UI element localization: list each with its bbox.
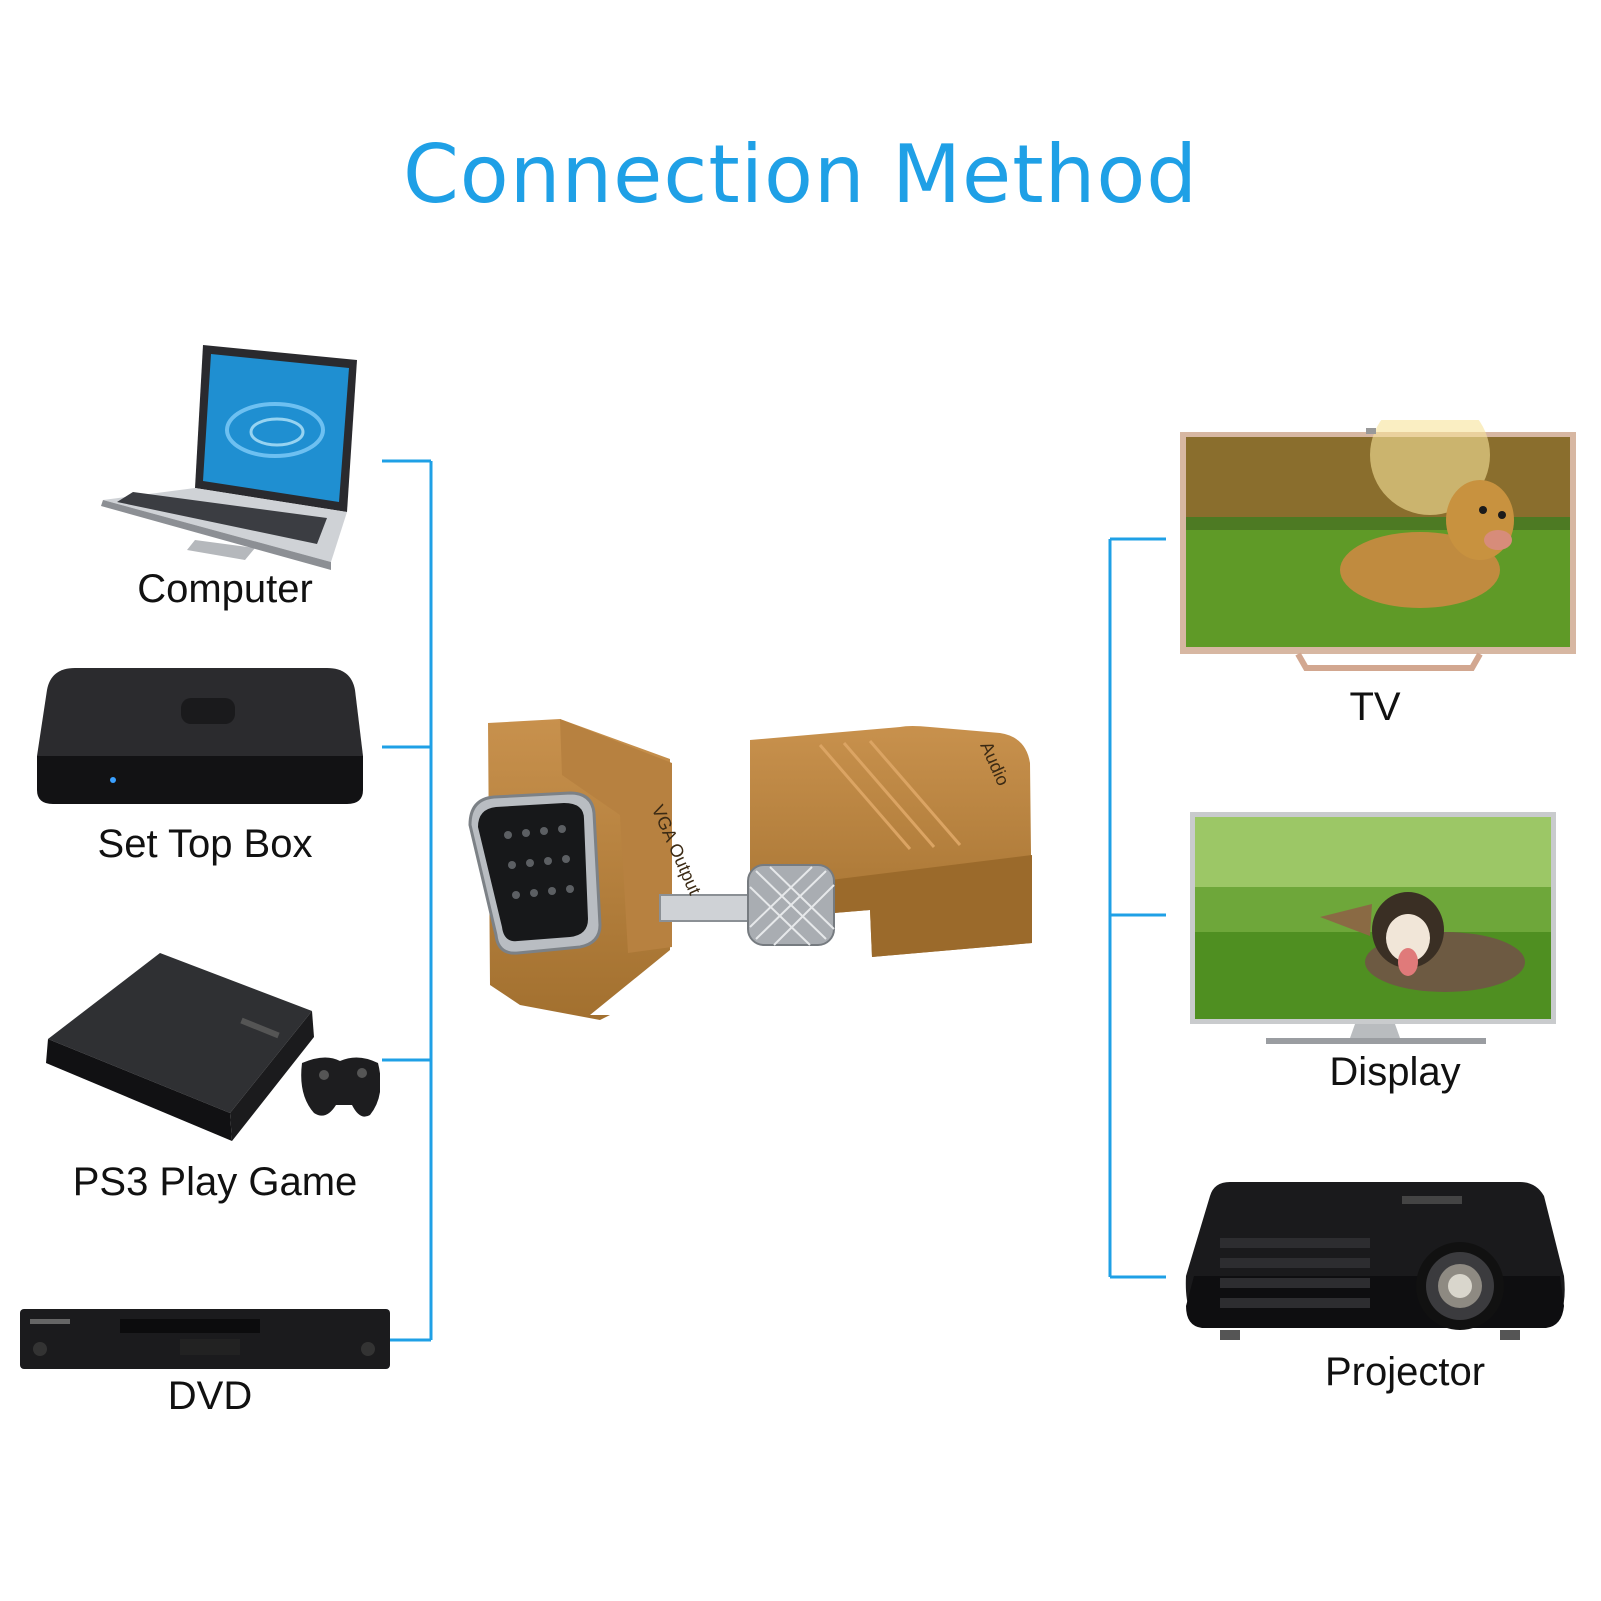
output-label-projector: Projector [1324,1350,1486,1394]
set-top-box-icon [37,668,363,804]
monitor-icon [1190,812,1556,1044]
source-label-dvd: DVD [167,1374,253,1418]
page-title: Connection Method [402,128,1199,221]
tv-icon [1180,420,1576,671]
source-label-ps3: PS3 Play Game [72,1160,358,1204]
projector-icon [1185,1182,1565,1340]
laptop-icon [101,345,357,570]
dvd-player-icon [20,1309,390,1369]
source-label-computer: Computer [137,567,313,611]
output-label-display: Display [1329,1050,1461,1094]
adapter-image: VGA Output Audio [468,719,1032,1020]
game-console-icon [46,953,380,1141]
output-label-tv: TV [1349,685,1401,729]
source-label-set-top-box: Set Top Box [97,822,313,866]
